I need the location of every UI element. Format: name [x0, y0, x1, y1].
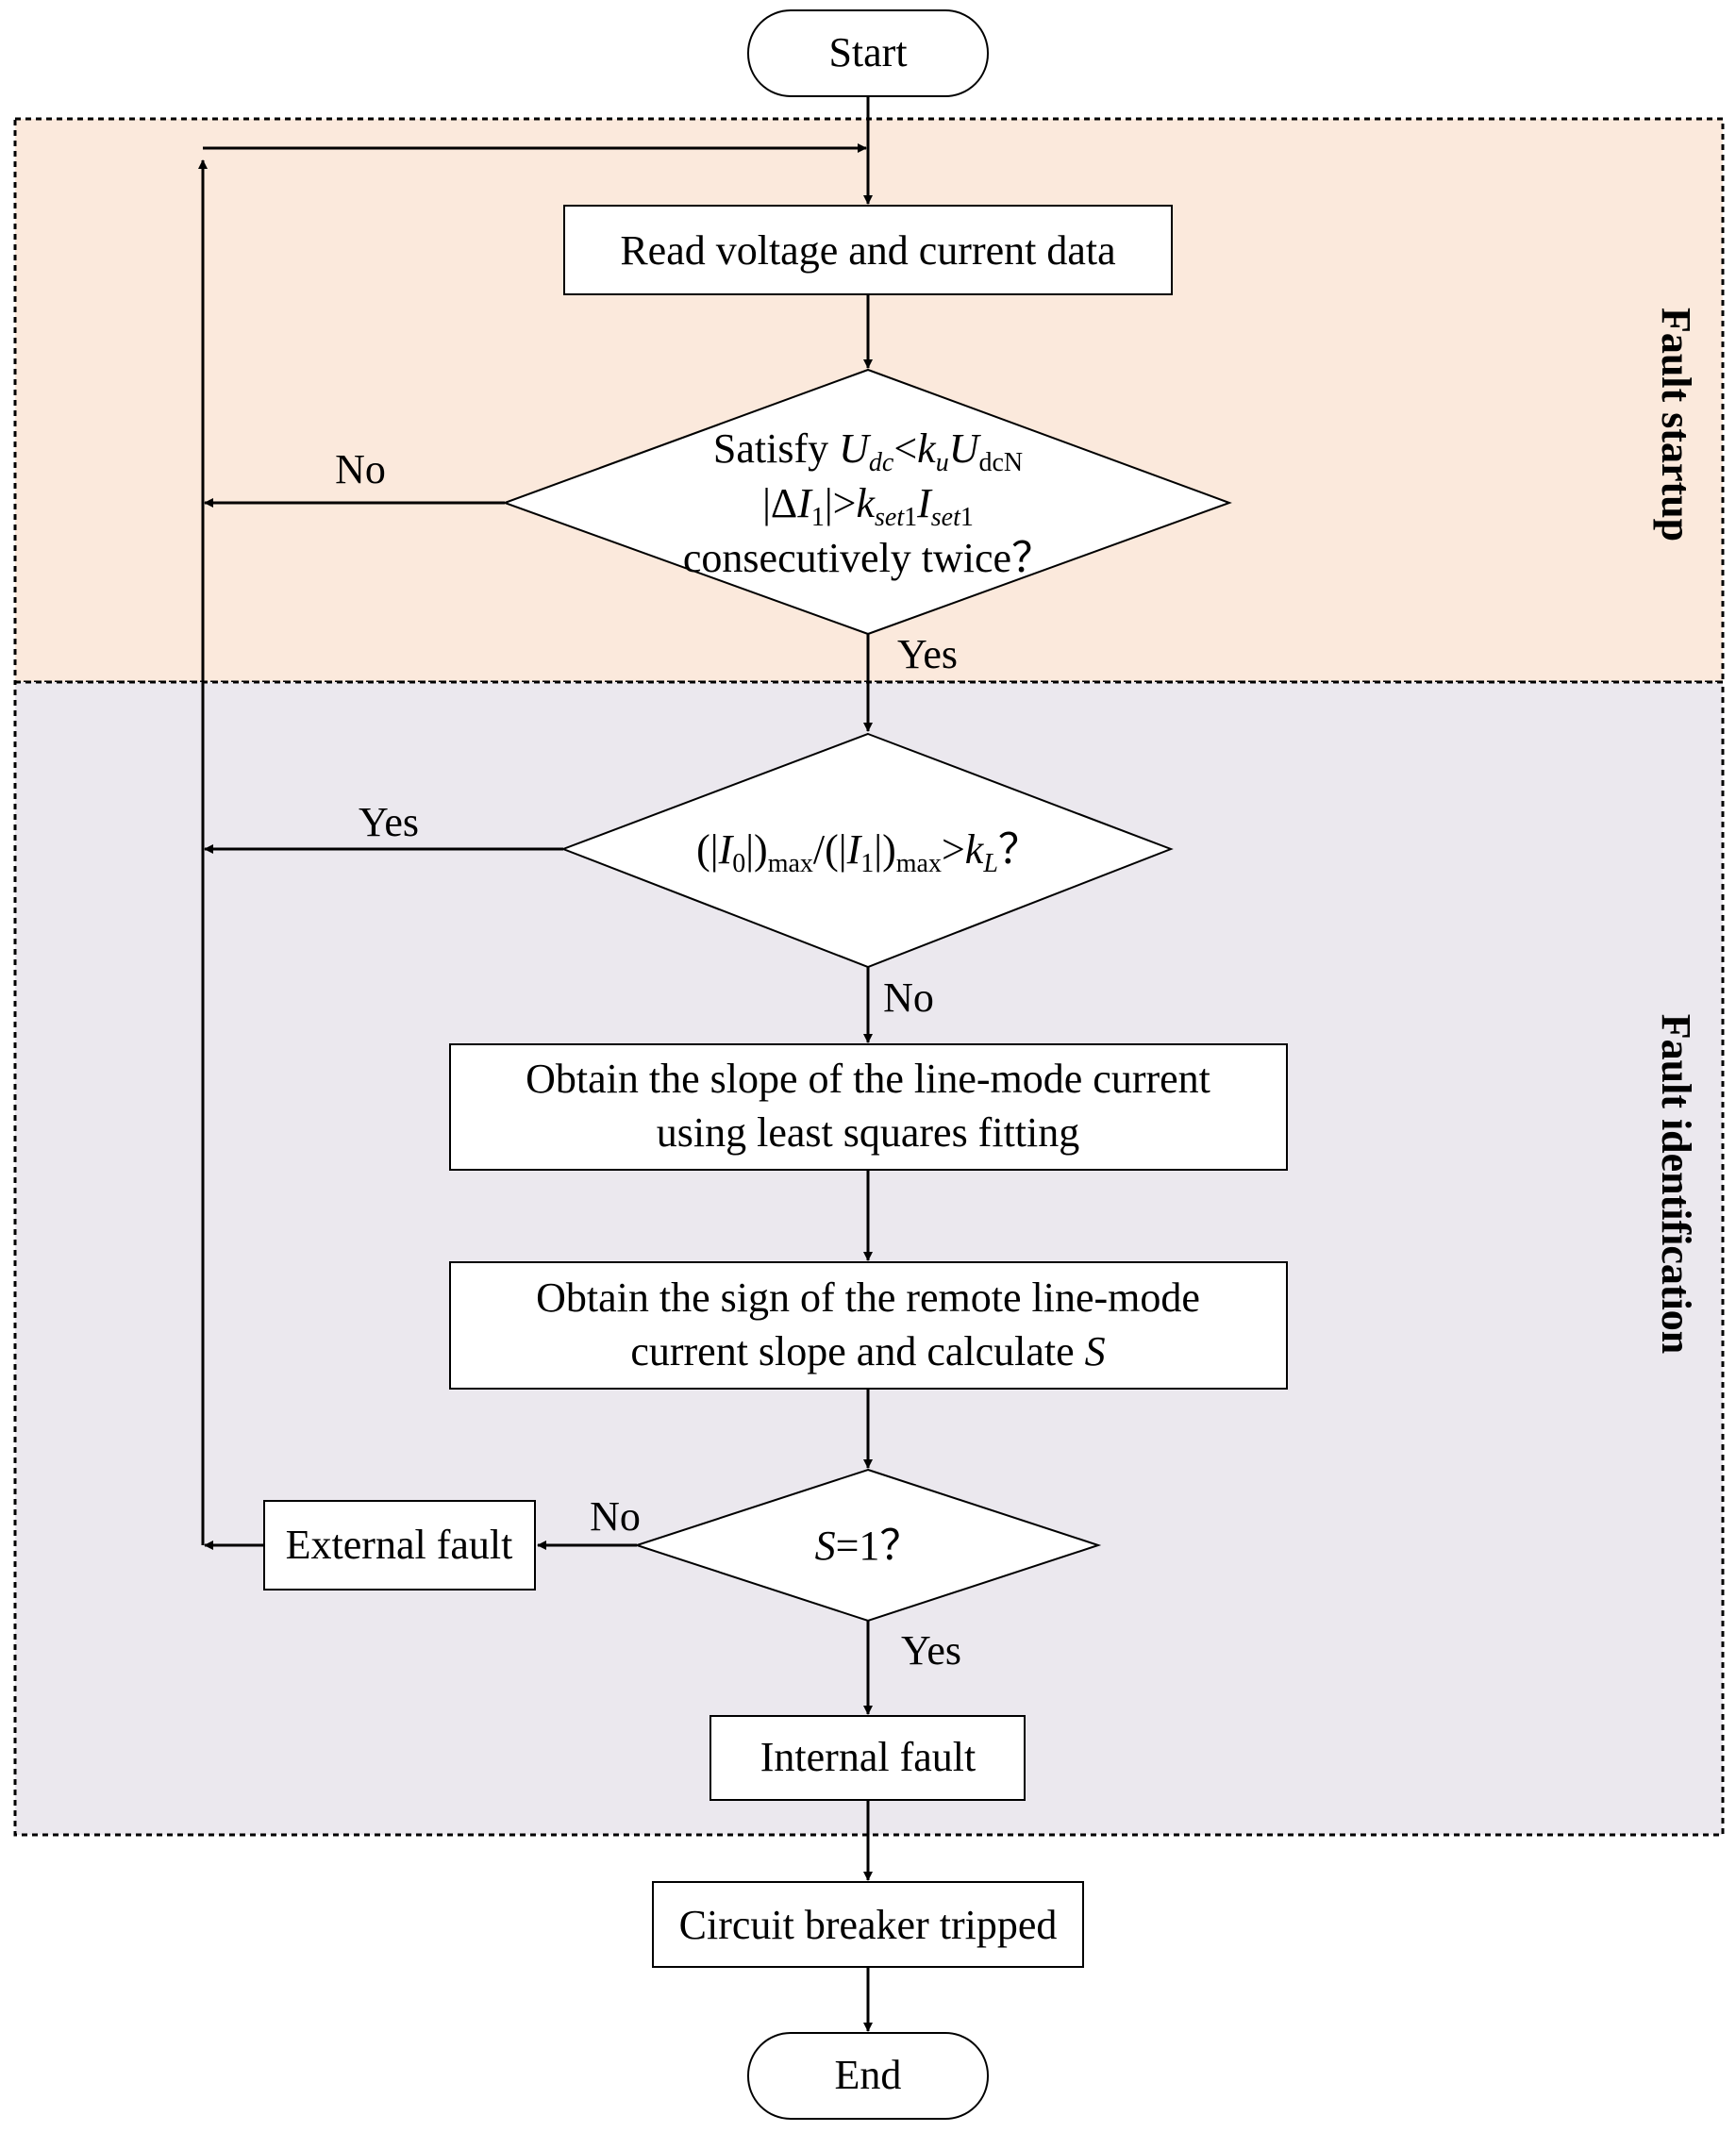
decision1-no-label: No — [335, 446, 386, 492]
breaker-tripped-label: Circuit breaker tripped — [679, 1902, 1058, 1948]
external-fault-box — [263, 1500, 536, 1591]
decision1-diamond — [502, 368, 1232, 636]
decision3-label: S=1？ — [815, 1523, 922, 1569]
decision3-yes-label: Yes — [901, 1627, 961, 1674]
external-fault-label: External fault — [286, 1522, 513, 1568]
decision2-yes-label: Yes — [359, 799, 419, 845]
start-label: Start — [828, 29, 907, 75]
remote-sign-line1: Obtain the sign of the remote line-mode — [536, 1274, 1200, 1321]
read-data-box — [563, 205, 1173, 295]
slope-fitting-line1: Obtain the slope of the line-mode curren… — [526, 1056, 1210, 1102]
decision2-label: (|I0|)max/(|I1|)max>kL？ — [696, 826, 1040, 878]
end-label: End — [835, 2052, 902, 2098]
breaker-tripped-box — [652, 1881, 1084, 1968]
fault-startup-label: Fault startup — [1653, 308, 1699, 541]
decision1-line3: consecutively twice？ — [683, 535, 1053, 581]
internal-fault-label: Internal fault — [760, 1734, 976, 1780]
decision2-diamond — [560, 732, 1174, 969]
decision2-no-label: No — [883, 974, 934, 1021]
remote-sign-box — [449, 1261, 1288, 1390]
decision3-no-label: No — [590, 1493, 641, 1540]
slope-fitting-box — [449, 1043, 1288, 1171]
decision1-line2: |ΔI1|>kset1Iset1 — [762, 480, 974, 532]
fault-identification-label: Fault identification — [1653, 1014, 1699, 1355]
internal-fault-box — [709, 1715, 1026, 1801]
end-terminal — [747, 2032, 989, 2120]
decision3-diamond — [633, 1468, 1102, 1623]
remote-sign-line2: current slope and calculate S — [630, 1328, 1105, 1374]
decision1-yes-label: Yes — [897, 631, 958, 677]
read-data-label: Read voltage and current data — [620, 227, 1115, 274]
slope-fitting-line2: using least squares fitting — [657, 1109, 1080, 1156]
decision1-line1: Satisfy Udc<kuUdcN — [713, 425, 1023, 477]
start-terminal — [747, 9, 989, 97]
